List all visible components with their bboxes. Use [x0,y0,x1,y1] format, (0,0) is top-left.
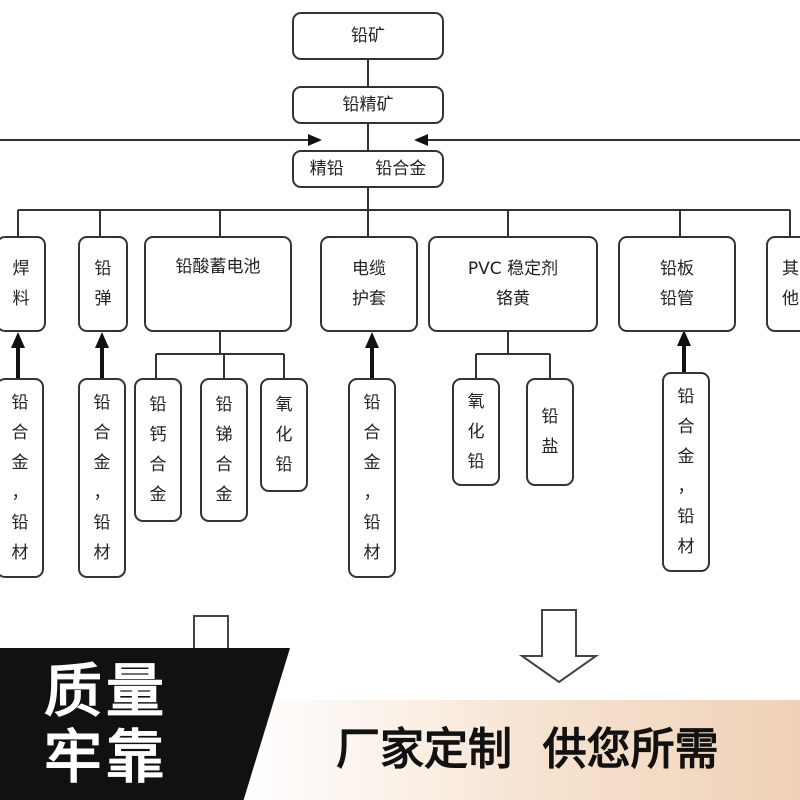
lead-ore-label: 铅矿 [351,26,385,46]
pvc-lead-oxide-box: 氧 化 铅 [452,378,500,486]
lead-ore-box: 铅矿 [292,12,444,60]
material-char: 铅 [363,393,381,413]
custom-service-slogan: 厂家定制 供您所需 [336,724,719,775]
material-char: 金 [149,485,167,505]
material-char: 合 [363,423,381,443]
bullet-char: 铅 [94,259,112,279]
sheet-pipe-line: 铅板 [660,259,694,279]
other-box: 其 他 [766,236,800,332]
sheet-pipe-line: 铅管 [660,289,694,309]
material-char: 铅 [11,393,29,413]
material-char: 铅 [677,387,695,407]
material-char: 合 [215,455,233,475]
material-char: 铅 [93,393,111,413]
material-char: 材 [93,543,111,563]
material-char: 铅 [541,407,559,427]
lead-calcium-alloy-box: 铅 钙 合 金 [134,378,182,522]
material-char: 金 [363,453,381,473]
quality-slogan: 质量 牢靠 [44,658,204,790]
material-char: 铅 [149,395,167,415]
material-char: 铅 [363,513,381,533]
sheet-material-box: 铅 合 金 ， 铅 材 [662,372,710,572]
bullet-char: 弹 [94,289,112,309]
material-char: ， [677,477,695,497]
pvc-stabilizer-box: PVC 稳定剂 铬黄 [428,236,598,332]
material-char: 氧 [275,395,293,415]
lead-alloy-label: 铅合金 [375,159,427,179]
material-char: 合 [93,423,111,443]
bullet-material-box: 铅 合 金 ， 铅 材 [78,378,126,578]
refined-lead-box: 精铅 铅合金 [292,150,444,188]
material-char: 材 [363,543,381,563]
material-char: 合 [11,423,29,443]
material-char: 铅 [677,507,695,527]
material-char: 钙 [149,425,167,445]
cable-material-box: 铅 合 金 ， 铅 材 [348,378,396,578]
material-char: 材 [11,543,29,563]
material-char: 氧 [467,392,485,412]
cable-sheath-line: 护套 [352,289,386,309]
material-char: 化 [467,422,485,442]
cable-sheath-line: 电缆 [352,259,386,279]
cable-sheath-box: 电缆 护套 [320,236,418,332]
material-char: 材 [677,537,695,557]
material-char: 铅 [275,455,293,475]
sheet-pipe-box: 铅板 铅管 [618,236,736,332]
other-char: 他 [782,289,799,309]
material-char: ， [93,483,111,503]
material-char: 化 [275,425,293,445]
battery-box: 铅酸蓄电池 [144,236,292,332]
refined-lead-label: 精铅 [309,159,344,179]
bullet-box: 铅 弹 [78,236,128,332]
material-char: 铅 [467,452,485,472]
material-char: 盐 [541,437,559,457]
lead-salt-box: 铅 盐 [526,378,574,486]
quality-slogan-line: 质量 [44,657,169,725]
material-char: 金 [677,447,695,467]
material-char: ， [363,483,381,503]
solder-box: 焊 料 [0,236,46,332]
material-char: 合 [149,455,167,475]
lead-oxide-box: 氧 化 铅 [260,378,308,492]
lead-antimony-alloy-box: 铅 锑 合 金 [200,378,248,522]
material-char: 铅 [93,513,111,533]
pvc-line: PVC 稳定剂 [467,259,559,279]
material-char: 金 [11,453,29,473]
material-char: 铅 [11,513,29,533]
other-char: 其 [782,259,799,279]
banner-dark-block [0,648,290,800]
material-char: 锑 [215,425,233,445]
solder-char: 焊 [12,259,30,279]
battery-label: 铅酸蓄电池 [175,257,261,277]
lead-concentrate-box: 铅精矿 [292,86,444,124]
lead-concentrate-label: 铅精矿 [342,95,394,115]
material-char: 铅 [215,395,233,415]
quality-slogan-line: 牢靠 [44,723,169,791]
material-char: 金 [93,453,111,473]
material-char: 合 [677,417,695,437]
solder-char: 料 [12,289,30,309]
pvc-line: 铬黄 [496,289,530,309]
material-char: 金 [215,485,233,505]
solder-material-box: 铅 合 金 ， 铅 材 [0,378,44,578]
banner-light-strip [246,700,800,800]
material-char: ， [11,483,29,503]
